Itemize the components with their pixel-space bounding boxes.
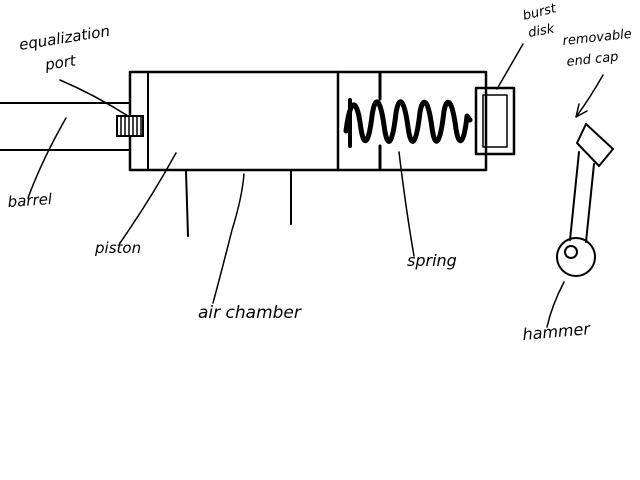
hammer-shaft-right bbox=[585, 163, 595, 243]
burst-disk-label-line1: burst bbox=[521, 1, 558, 24]
end-cap-pointer-arrow bbox=[575, 74, 604, 118]
hammer-body-circle bbox=[556, 237, 596, 277]
hammer-pivot-hole bbox=[564, 245, 578, 259]
end-cap-label-line2: end cap bbox=[566, 50, 619, 70]
equalization-port-label-line1: equalization bbox=[18, 22, 111, 54]
piston-leader-line bbox=[119, 152, 177, 244]
end-cap-label-line1: removable bbox=[562, 27, 633, 49]
equalization-port-leader-line bbox=[59, 79, 129, 117]
air-chamber-outline bbox=[128, 70, 488, 172]
air-chamber-label: air chamber bbox=[198, 303, 302, 323]
hammer-shaft-left bbox=[569, 151, 580, 241]
spring-coil bbox=[343, 99, 473, 144]
air-chamber-leader-line bbox=[212, 173, 245, 304]
hammer-spur bbox=[576, 123, 614, 167]
equalization-port-hatch bbox=[120, 116, 142, 136]
burst-disk-leader-line bbox=[496, 43, 524, 90]
barrel-leader-line bbox=[27, 117, 67, 199]
piston-label: piston bbox=[94, 239, 141, 257]
end-cap-outer bbox=[474, 86, 516, 156]
equalization-port-label-line2: port bbox=[43, 51, 78, 74]
hammer-leader-line bbox=[546, 281, 565, 328]
spring-label: spring bbox=[407, 251, 457, 270]
end-cap-inner bbox=[482, 94, 508, 148]
hammer-label: hammer bbox=[522, 319, 592, 344]
lower-line-left bbox=[185, 170, 189, 237]
spring-leader-line bbox=[398, 151, 415, 257]
barrel-label: barrel bbox=[7, 190, 53, 211]
burst-disk-label-line2: disk bbox=[527, 22, 556, 41]
